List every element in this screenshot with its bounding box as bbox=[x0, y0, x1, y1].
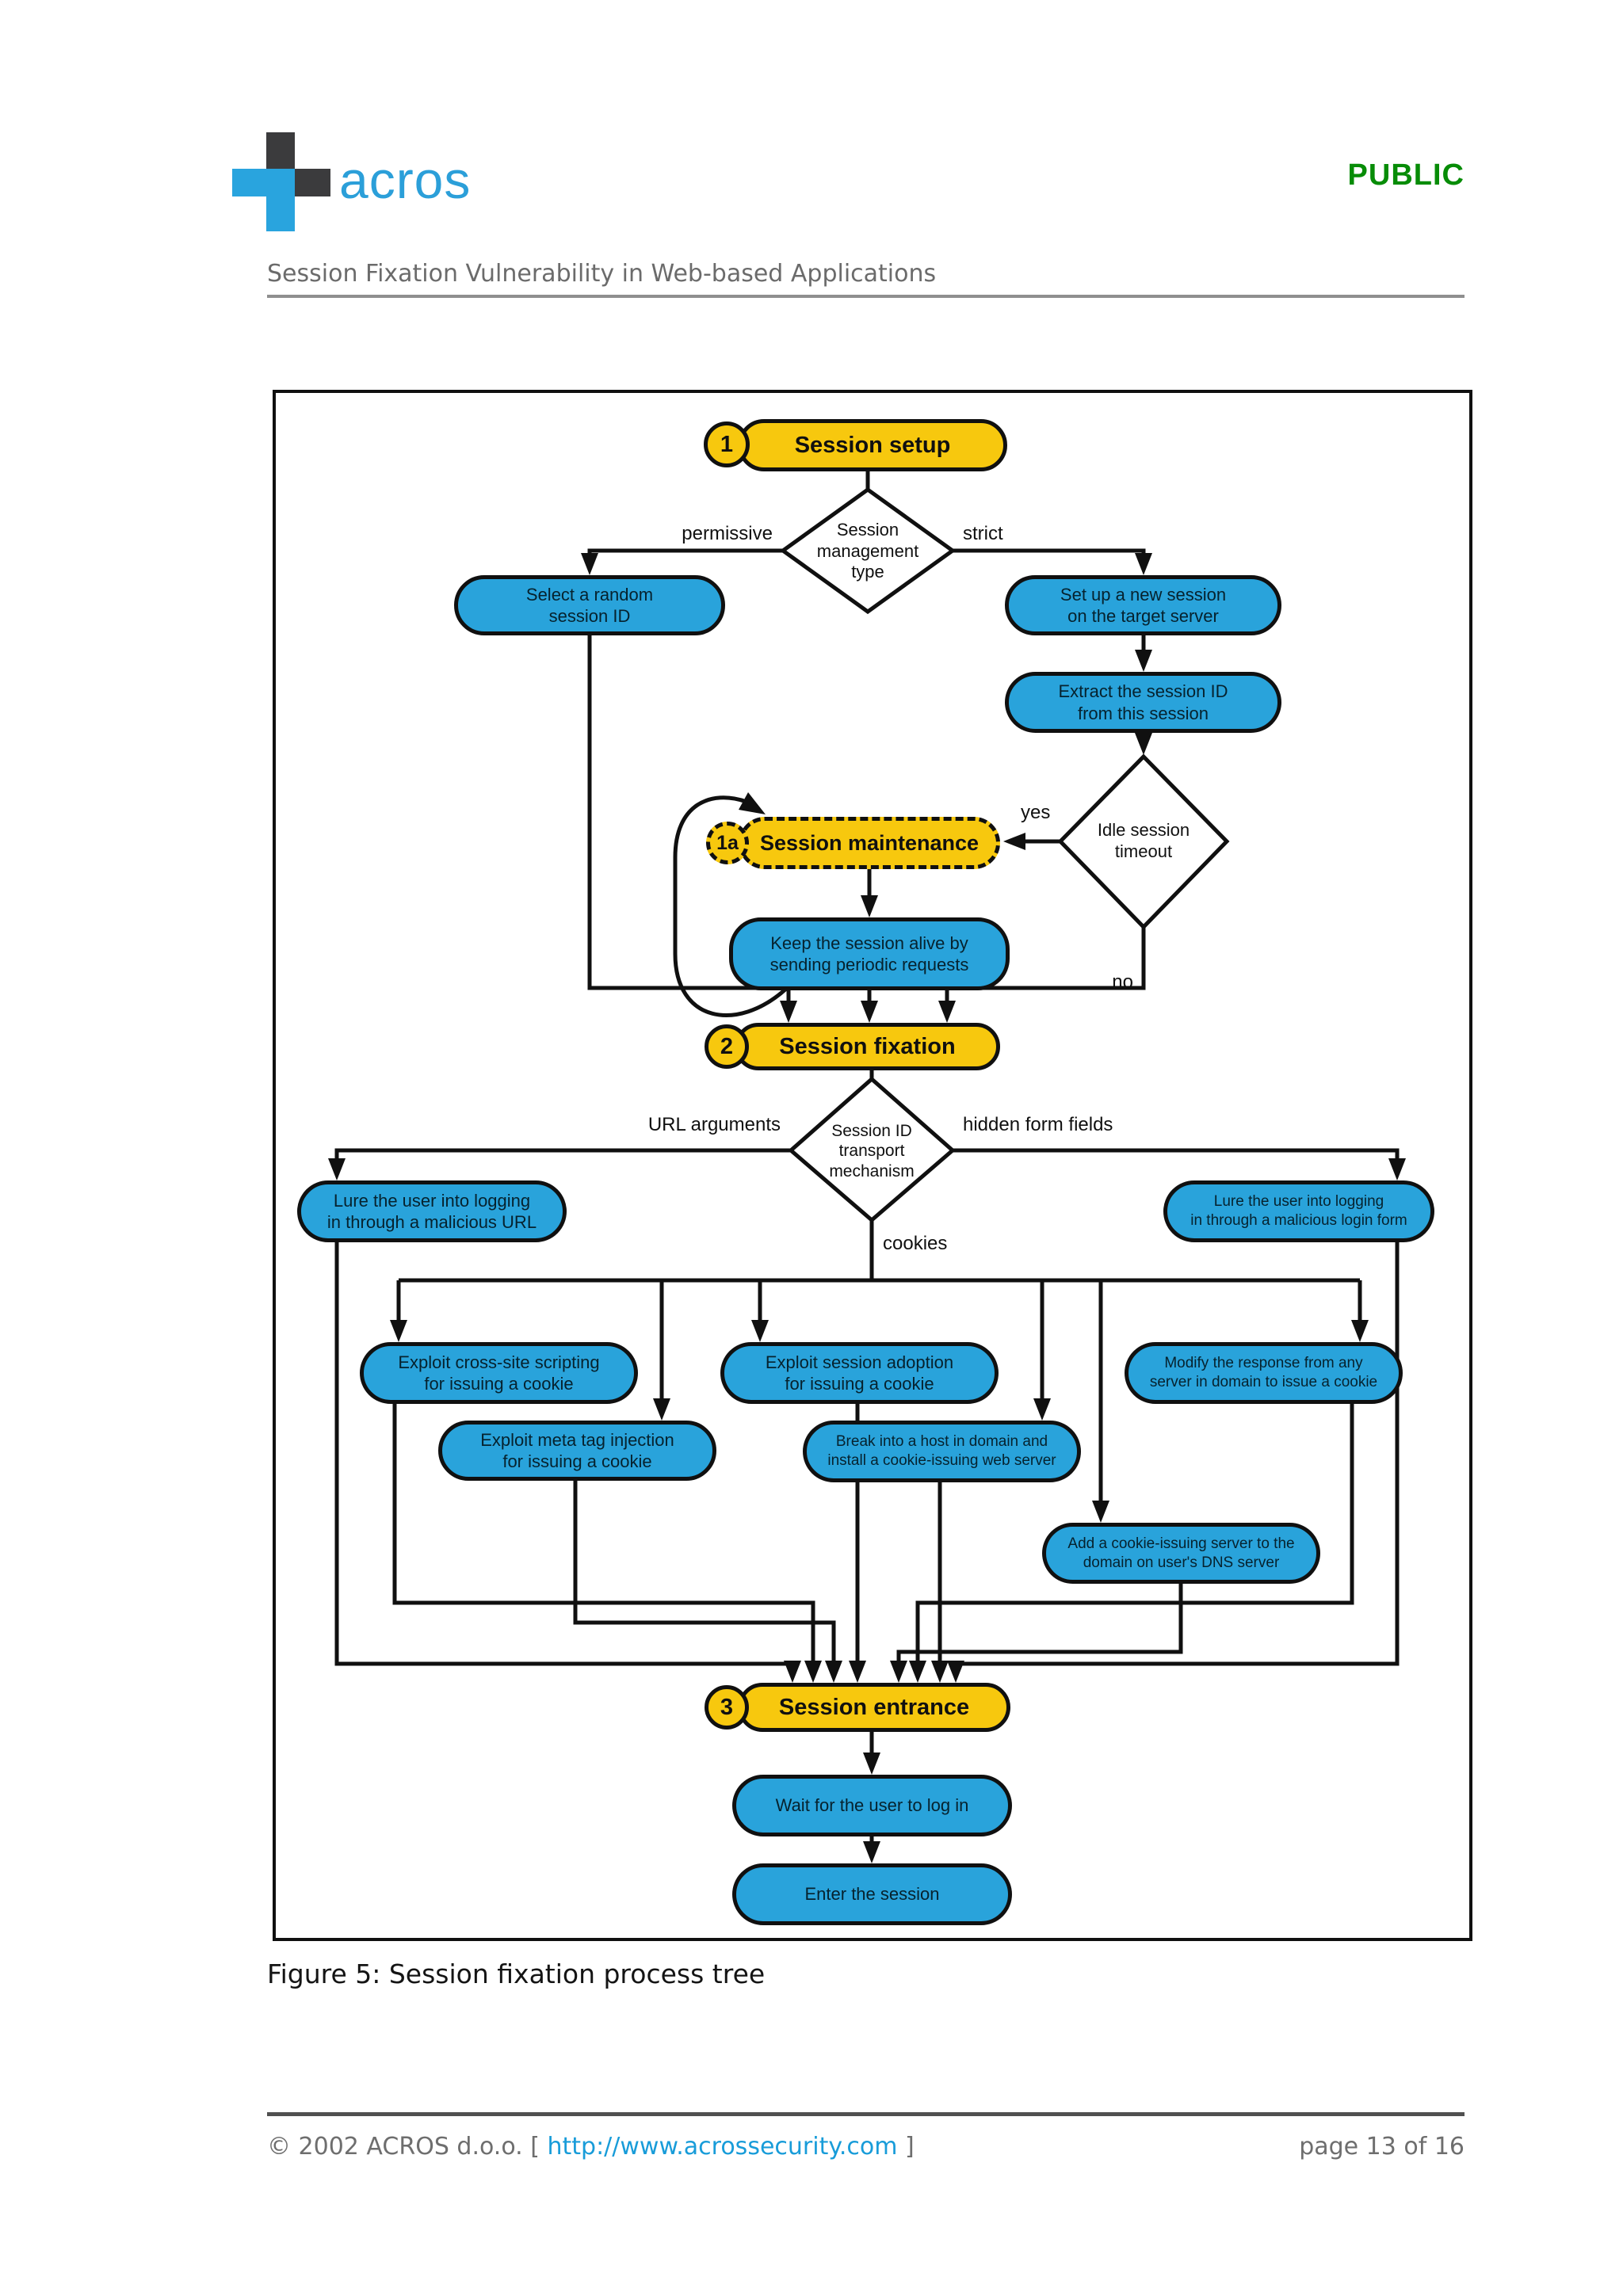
flowchart-frame bbox=[273, 390, 1472, 1941]
milestone-session-fixation: Session fixation bbox=[735, 1023, 1000, 1070]
branch-label-no: no bbox=[1112, 971, 1133, 993]
process-setup-new-session: Set up a new session on the target serve… bbox=[1005, 575, 1281, 635]
arrowheads bbox=[328, 553, 1406, 1863]
footer-rule bbox=[267, 2112, 1465, 2116]
connector-lines bbox=[334, 471, 1400, 1843]
classification-badge: PUBLIC bbox=[1347, 158, 1465, 192]
process-break-into-host: Break into a host in domain and install … bbox=[803, 1421, 1081, 1482]
decision-shapes bbox=[779, 486, 1230, 1223]
footer-copyright-suffix: ] bbox=[897, 2133, 915, 2161]
process-modify-response: Modify the response from any server in d… bbox=[1125, 1342, 1403, 1404]
brand-text: acros bbox=[339, 151, 472, 209]
process-enter-session: Enter the session bbox=[732, 1863, 1012, 1925]
step-badge-3: 3 bbox=[705, 1685, 749, 1730]
document-title: Session Fixation Vulnerability in Web-ba… bbox=[267, 260, 937, 288]
milestone-session-maintenance: Session maintenance bbox=[739, 817, 1000, 869]
process-select-random-session-id: Select a random session ID bbox=[454, 575, 725, 635]
logo-top-arm bbox=[266, 132, 295, 169]
process-exploit-session-adoption: Exploit session adoption for issuing a c… bbox=[720, 1342, 999, 1404]
step-badge-2: 2 bbox=[705, 1024, 749, 1069]
logo-right-arm bbox=[295, 169, 330, 196]
header-rule bbox=[267, 295, 1465, 298]
branch-label-strict: strict bbox=[963, 523, 1003, 544]
figure-caption: Figure 5: Session fixation process tree bbox=[267, 1958, 766, 1989]
branch-label-cookies: cookies bbox=[883, 1233, 948, 1254]
logo-bottom-arm bbox=[266, 196, 295, 231]
process-exploit-meta-tag: Exploit meta tag injection for issuing a… bbox=[438, 1421, 716, 1481]
branch-label-hidden-form-fields: hidden form fields bbox=[963, 1114, 1113, 1135]
process-add-dns-server: Add a cookie-issuing server to the domai… bbox=[1042, 1523, 1320, 1584]
logo-center bbox=[266, 169, 295, 196]
process-keep-session-alive: Keep the session alive by sending period… bbox=[729, 917, 1010, 990]
footer-copyright: © 2002 ACROS d.o.o. [ http://www.acrosse… bbox=[267, 2133, 915, 2161]
process-exploit-xss: Exploit cross-site scripting for issuing… bbox=[360, 1342, 638, 1404]
process-lure-malicious-login-form: Lure the user into logging in through a … bbox=[1163, 1180, 1434, 1242]
footer-copyright-prefix: © 2002 ACROS d.o.o. [ bbox=[267, 2133, 548, 2161]
acros-logo-icon bbox=[232, 132, 330, 231]
process-extract-session-id: Extract the session ID from this session bbox=[1005, 672, 1281, 733]
branch-label-yes: yes bbox=[1021, 802, 1051, 823]
decision-transport-shape bbox=[788, 1076, 956, 1223]
branch-label-permissive: permissive bbox=[682, 523, 773, 544]
footer-url-link[interactable]: http://www.acrossecurity.com bbox=[547, 2133, 898, 2161]
footer-page-info: page 13 of 16 bbox=[1299, 2133, 1465, 2161]
decision-session-management-label: Session management type bbox=[816, 519, 919, 582]
branch-label-url-arguments: URL arguments bbox=[647, 1114, 781, 1135]
milestone-session-setup: Session setup bbox=[738, 419, 1007, 471]
decision-idle-timeout-label: Idle session timeout bbox=[1097, 820, 1190, 861]
decision-session-management-shape bbox=[779, 486, 957, 615]
process-wait-for-login: Wait for the user to log in bbox=[732, 1775, 1012, 1836]
step-badge-1a: 1a bbox=[706, 822, 749, 864]
decision-transport-label: Session ID transport mechanism bbox=[829, 1121, 915, 1180]
process-lure-malicious-url: Lure the user into logging in through a … bbox=[297, 1180, 567, 1242]
milestone-session-entrance: Session entrance bbox=[738, 1683, 1010, 1732]
step-badge-1: 1 bbox=[704, 421, 750, 467]
logo-left-arm bbox=[232, 169, 266, 196]
decision-idle-timeout-shape bbox=[1057, 753, 1230, 930]
